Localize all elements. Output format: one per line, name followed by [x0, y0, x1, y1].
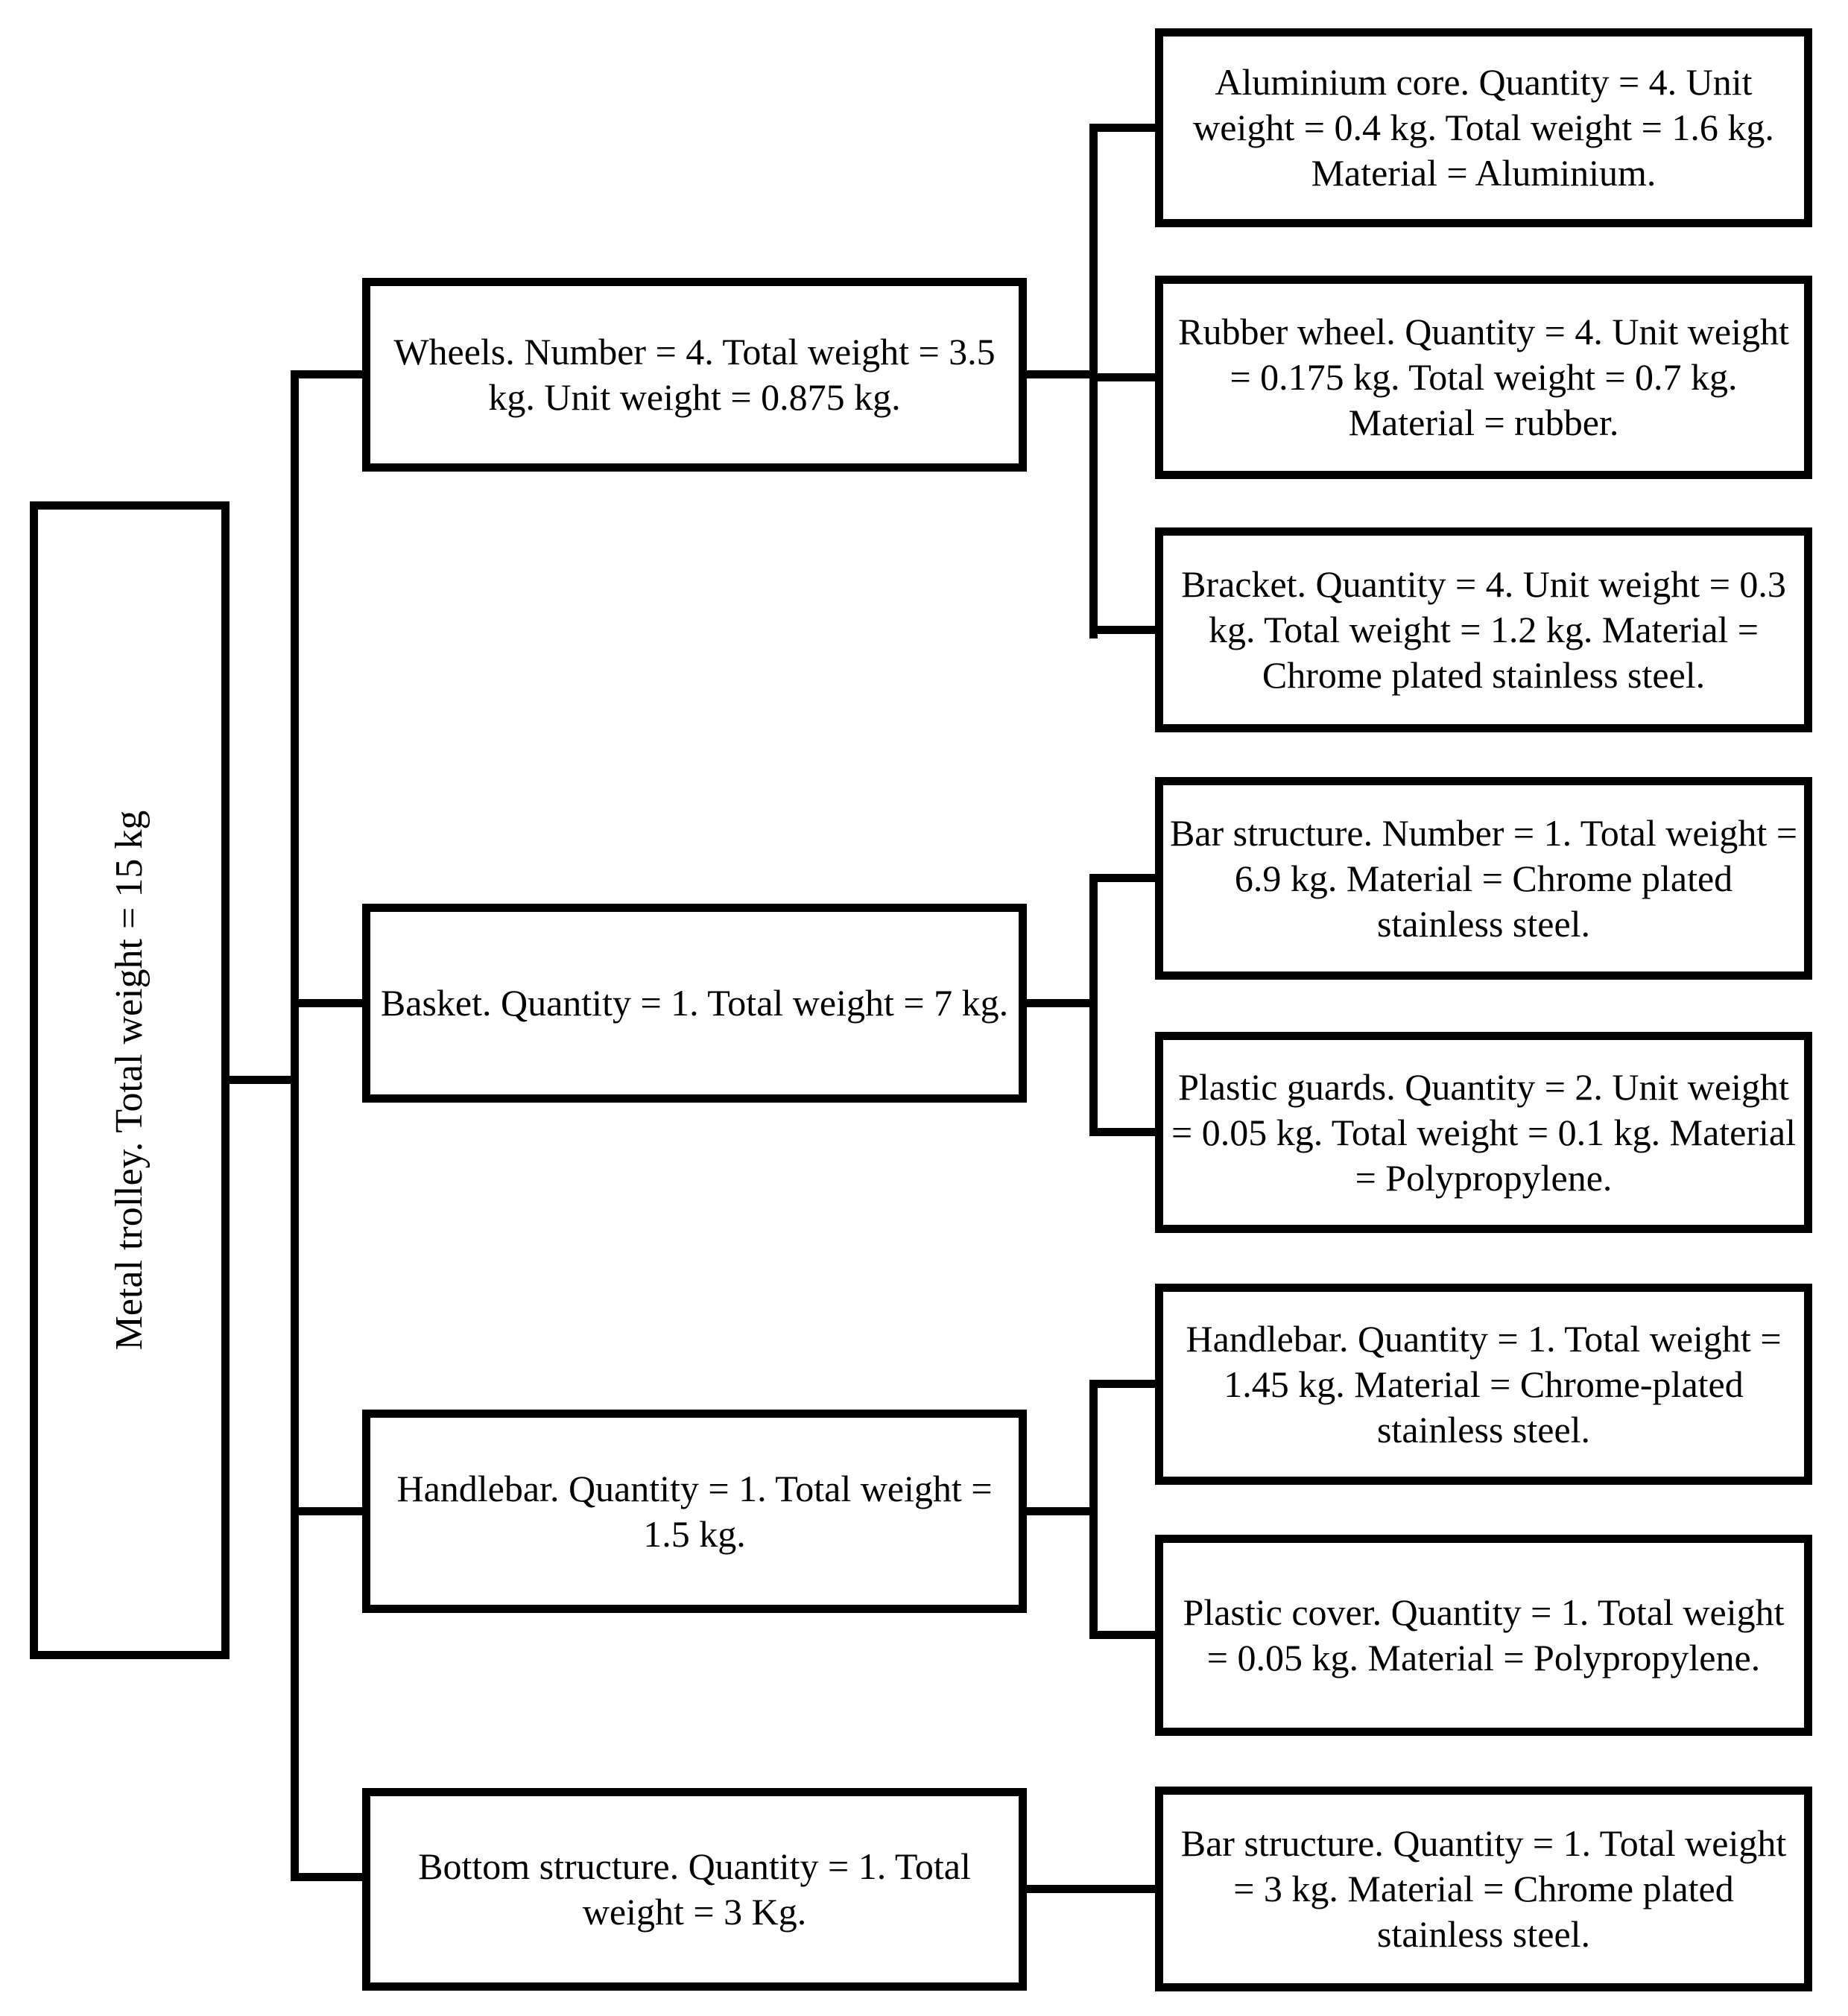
- node-plastic-guards-label: Plastic guards. Quantity = 2. Unit weigh…: [1171, 1065, 1796, 1199]
- connector-branch-handlebar: [291, 1507, 362, 1515]
- node-metal-trolley: Metal trolley. Total weight = 15 kg: [30, 501, 230, 1659]
- connector-stub-plastic-guards: [1089, 1128, 1155, 1136]
- connector-bottom-to-child: [1027, 1885, 1155, 1893]
- node-basket-label: Basket. Quantity = 1. Total weight = 7 k…: [380, 982, 1009, 1024]
- node-handlebar-part-label: Handlebar. Quantity = 1. Total weight = …: [1186, 1317, 1782, 1451]
- connector-stub-aluminium-core: [1089, 124, 1155, 132]
- node-handlebar-part: Handlebar. Quantity = 1. Total weight = …: [1155, 1284, 1812, 1485]
- node-basket-bar-structure-label: Bar structure. Number = 1. Total weight …: [1169, 811, 1798, 945]
- node-bottom-structure: Bottom structure. Quantity = 1. Total we…: [362, 1788, 1027, 1991]
- connector-branch-wheels: [291, 370, 362, 378]
- connector-stub-bar-structure: [1089, 874, 1155, 882]
- node-basket: Basket. Quantity = 1. Total weight = 7 k…: [362, 904, 1027, 1103]
- node-handlebar-label: Handlebar. Quantity = 1. Total weight = …: [396, 1467, 993, 1555]
- connector-branch-basket: [291, 999, 362, 1007]
- connector-stub-plastic-cover: [1089, 1631, 1155, 1639]
- connector-stub-rubber-wheel: [1089, 373, 1155, 381]
- node-aluminium-core: Aluminium core. Quantity = 4. Unit weigh…: [1155, 28, 1812, 227]
- node-wheels: Wheels. Number = 4. Total weight = 3.5 k…: [362, 278, 1027, 472]
- connector-level1-trunk: [291, 370, 299, 1881]
- node-wheels-label: Wheels. Number = 4. Total weight = 3.5 k…: [393, 331, 996, 418]
- connector-handlebar-to-children: [1027, 1507, 1098, 1515]
- node-bottom-bar-structure-label: Bar structure. Quantity = 1. Total weigh…: [1180, 1822, 1787, 1955]
- node-rubber-wheel: Rubber wheel. Quantity = 4. Unit weight …: [1155, 276, 1812, 479]
- node-rubber-wheel-label: Rubber wheel. Quantity = 4. Unit weight …: [1178, 311, 1789, 443]
- node-plastic-cover: Plastic cover. Quantity = 1. Total weigh…: [1155, 1535, 1812, 1736]
- connector-stub-handlebar-part: [1089, 1380, 1155, 1388]
- connector-basket-children-trunk: [1089, 874, 1098, 1136]
- node-bottom-bar-structure: Bar structure. Quantity = 1. Total weigh…: [1155, 1787, 1812, 1991]
- node-aluminium-core-label: Aluminium core. Quantity = 4. Unit weigh…: [1193, 61, 1774, 194]
- connector-branch-bottom-structure: [291, 1873, 362, 1881]
- connector-stub-bracket: [1089, 626, 1155, 634]
- node-metal-trolley-label: Metal trolley. Total weight = 15 kg: [107, 810, 151, 1351]
- node-bottom-structure-label: Bottom structure. Quantity = 1. Total we…: [418, 1845, 971, 1933]
- connector-basket-to-children: [1027, 999, 1098, 1007]
- connector-handlebar-children-trunk: [1089, 1380, 1098, 1639]
- node-bracket-label: Bracket. Quantity = 4. Unit weight = 0.3…: [1181, 563, 1786, 696]
- connector-root-to-trunk: [229, 1076, 299, 1084]
- connector-wheels-to-children: [1027, 370, 1098, 378]
- node-bracket: Bracket. Quantity = 4. Unit weight = 0.3…: [1155, 527, 1812, 732]
- node-handlebar: Handlebar. Quantity = 1. Total weight = …: [362, 1410, 1027, 1613]
- node-plastic-cover-label: Plastic cover. Quantity = 1. Total weigh…: [1183, 1591, 1785, 1679]
- node-basket-bar-structure: Bar structure. Number = 1. Total weight …: [1155, 777, 1812, 980]
- node-plastic-guards: Plastic guards. Quantity = 2. Unit weigh…: [1155, 1032, 1812, 1233]
